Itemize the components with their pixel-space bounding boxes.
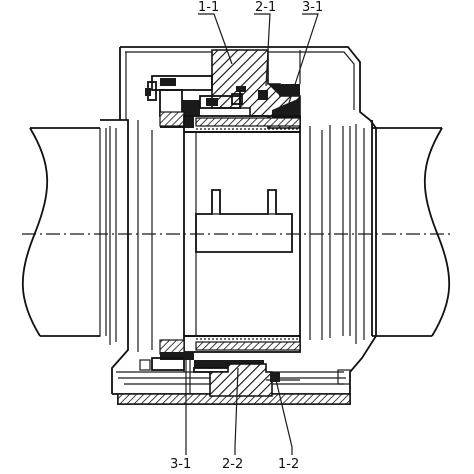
label-2-1: 2-1 bbox=[255, 0, 276, 15]
label-3-1-bottom: 3-1 bbox=[170, 457, 191, 472]
shaft-right-break bbox=[423, 127, 451, 337]
liner-bottom bbox=[159, 335, 301, 360]
label-1-2: 1-2 bbox=[278, 457, 299, 472]
shaft-left-break bbox=[21, 127, 49, 337]
label-2-2: 2-2 bbox=[222, 457, 243, 472]
liner-top bbox=[183, 115, 301, 133]
leader-lines bbox=[185, 13, 319, 455]
label-1-1: 1-1 bbox=[198, 0, 219, 15]
shaft bbox=[21, 127, 452, 337]
top-mechanism bbox=[145, 75, 246, 128]
inner-body bbox=[183, 126, 311, 340]
bottom-labels: 3-1 2-2 1-2 bbox=[170, 457, 299, 472]
bottom-left-parts bbox=[139, 352, 191, 394]
label-3-1-top: 3-1 bbox=[302, 0, 323, 15]
top-labels: 1-1 2-1 3-1 bbox=[198, 0, 323, 15]
component-1-2 bbox=[209, 363, 300, 397]
center-key bbox=[195, 189, 293, 253]
